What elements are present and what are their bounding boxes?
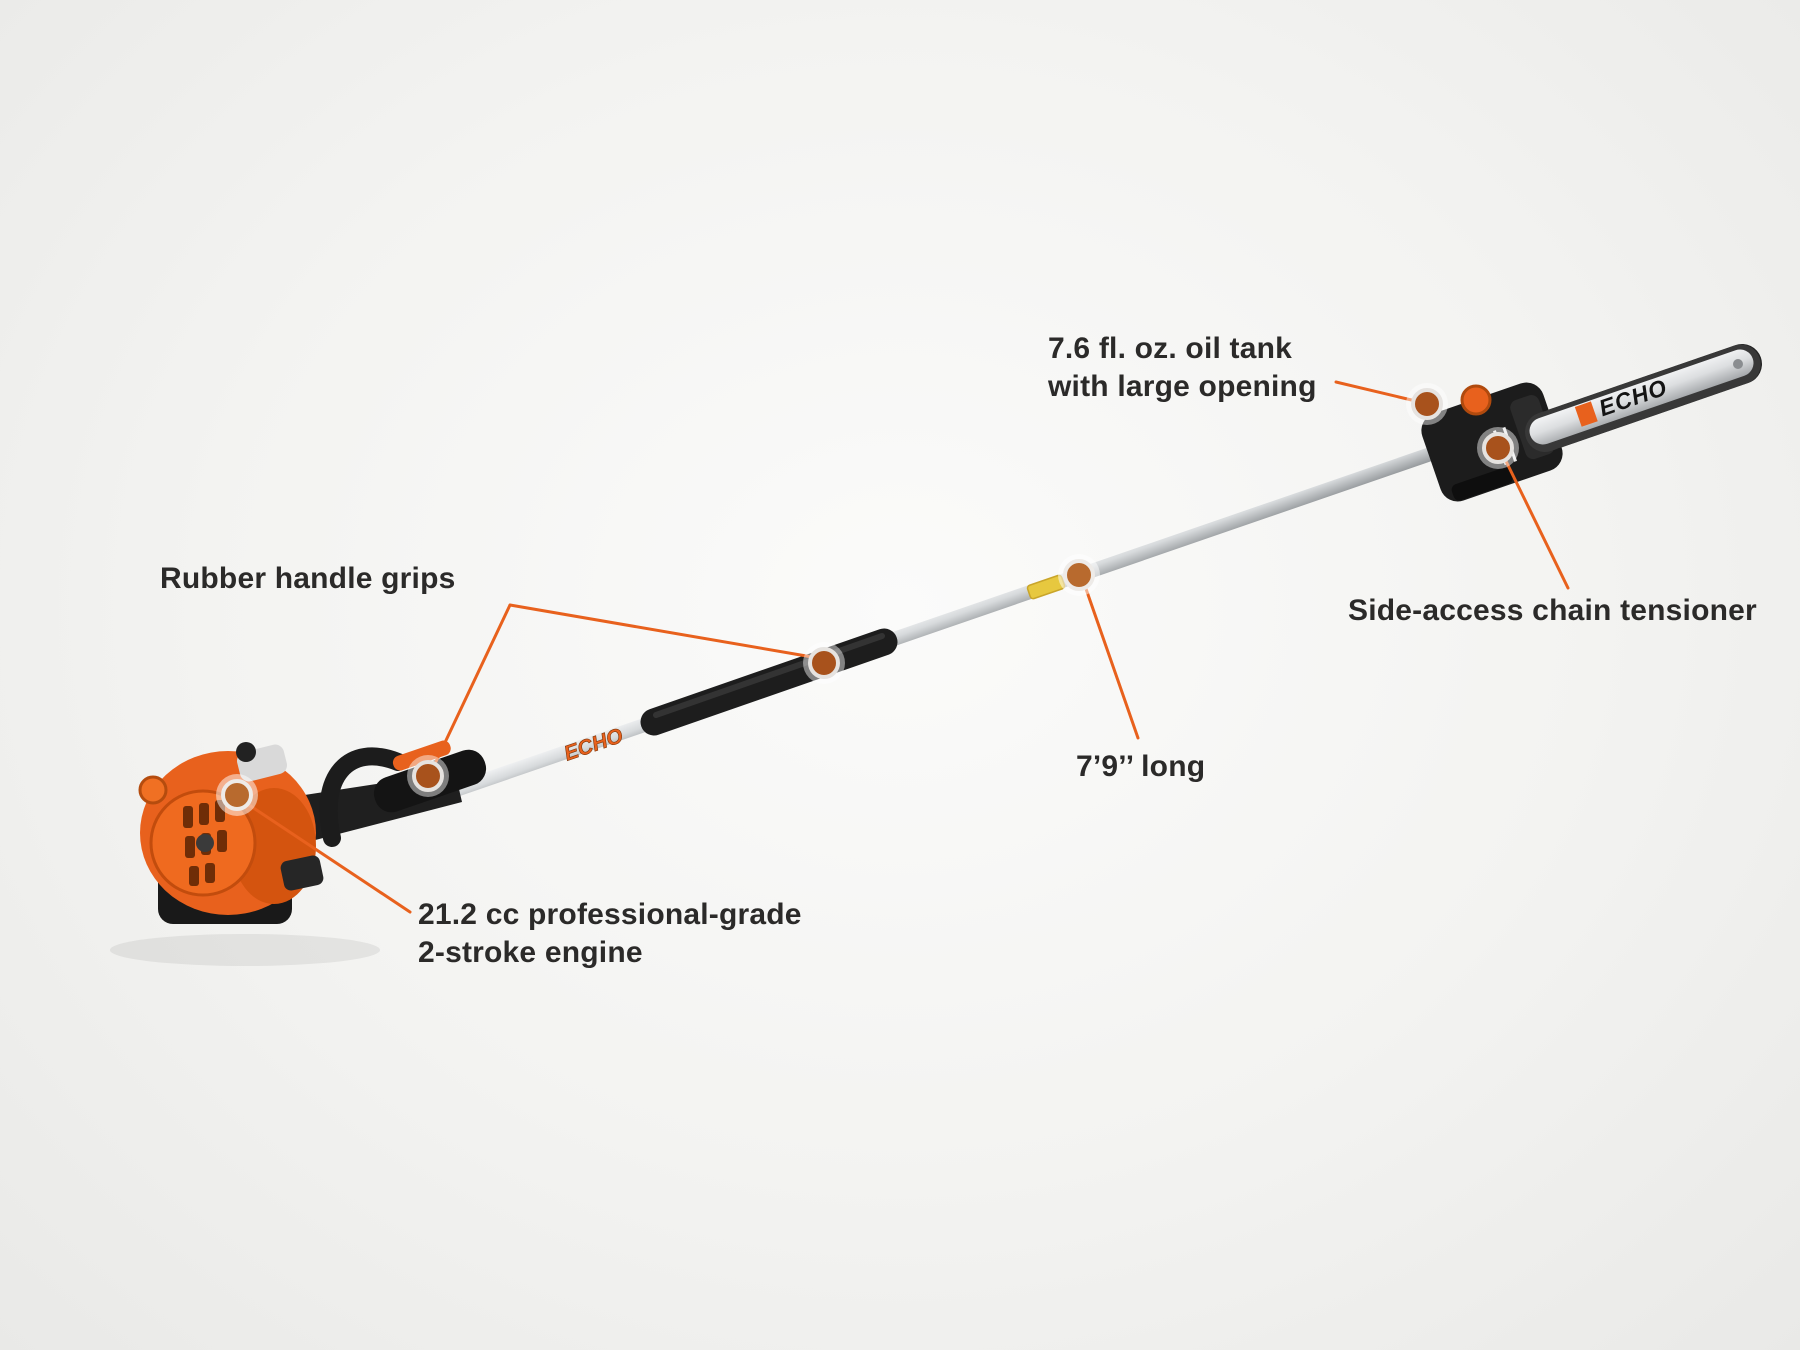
saw-head: ECHO (1421, 344, 1762, 502)
bar-logo-mark (1574, 401, 1598, 427)
callout-oil-tank-line2: with large opening (1048, 370, 1317, 403)
leader-handle-grip-front (508, 603, 820, 660)
engine-assembly (138, 742, 462, 924)
callout-handle-grips-label: Rubber handle grips (160, 562, 456, 595)
marker-chain-tensioner (1477, 427, 1519, 469)
fuel-cap (138, 775, 168, 805)
callout-chain-tensioner-label: Side-access chain tensioner (1348, 594, 1757, 627)
carburetor (280, 855, 324, 891)
marker-engine (216, 774, 258, 816)
leader-oil-tank (1334, 380, 1422, 404)
foam-grip (640, 628, 898, 736)
leader-engine (244, 801, 412, 914)
engine-shadow (110, 934, 380, 966)
marker-front-grip (803, 642, 845, 684)
recoil-bolt (196, 834, 214, 852)
callout-length-label: 7’9’’ long (1076, 750, 1206, 783)
callout-engine-line1: 21.2 cc professional-grade (418, 898, 802, 931)
marker-rear-grip (407, 755, 449, 797)
plug-cap (236, 742, 256, 762)
bar-tip-sprocket (1733, 359, 1743, 369)
callout-markers (216, 383, 1519, 816)
oil-tank-cap (1460, 384, 1492, 416)
marker-oil-tank (1406, 383, 1448, 425)
shaft (443, 441, 1455, 799)
callout-engine: 21.2 cc professional-grade 2-stroke engi… (418, 896, 802, 972)
housing-lower (1451, 467, 1513, 501)
marker-length (1058, 554, 1100, 596)
callout-chain-tensioner: Side-access chain tensioner (1348, 592, 1757, 630)
leader-chain-tensioner (1501, 453, 1570, 590)
throttle-lever (392, 740, 451, 771)
callout-oil-tank-line1: 7.6 fl. oz. oil tank (1048, 332, 1293, 365)
guide-bar (1529, 349, 1754, 445)
leader-length (1083, 584, 1140, 740)
callout-engine-line2: 2-stroke engine (418, 936, 643, 969)
leader-handle-grip-rear (430, 603, 512, 772)
shaft-logo-text: ECHO (561, 724, 626, 766)
leader-lines (244, 380, 1570, 914)
callout-oil-tank: 7.6 fl. oz. oil tank with large opening (1048, 330, 1317, 406)
callout-length: 7’9’’ long (1076, 748, 1205, 786)
callout-handle-grips: Rubber handle grips (160, 560, 456, 598)
handle-loop (319, 747, 407, 847)
